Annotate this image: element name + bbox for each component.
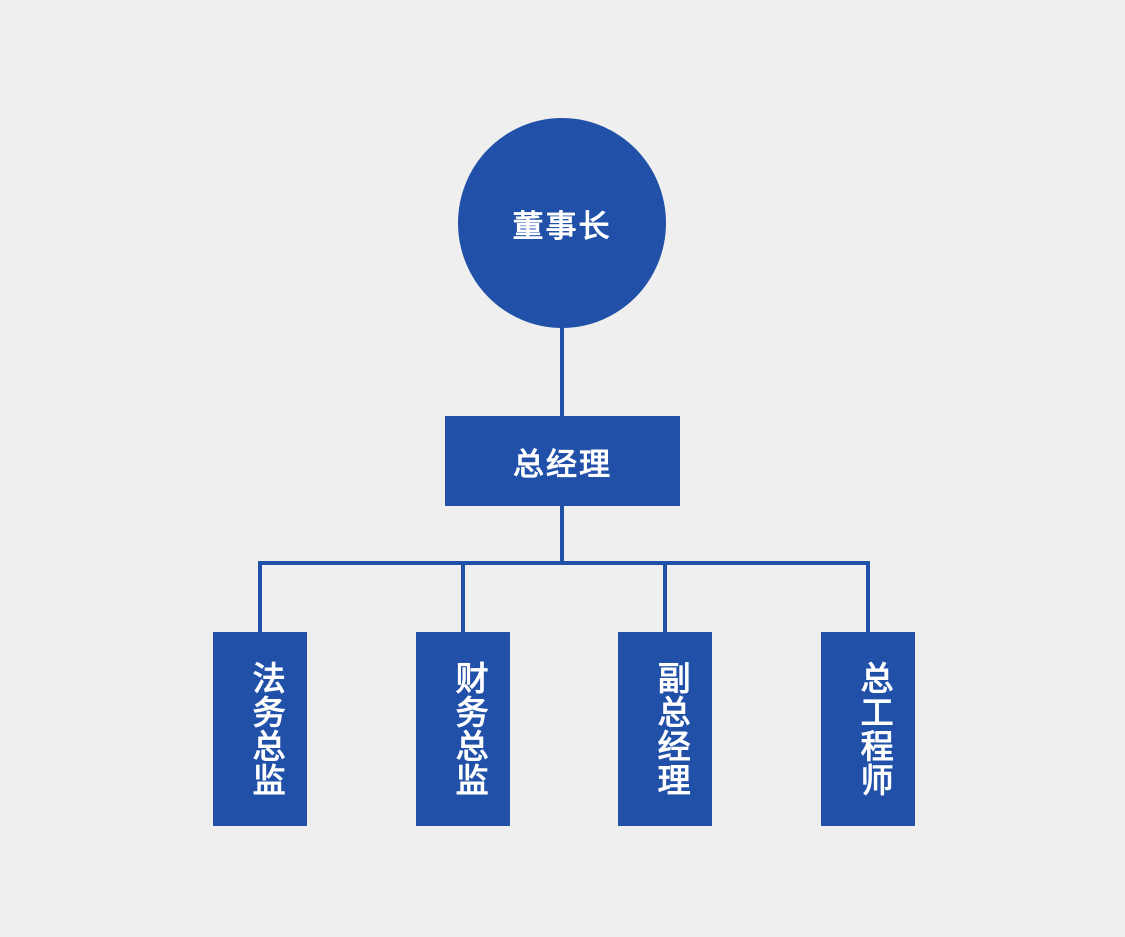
connector-root-to-gm bbox=[560, 320, 564, 420]
connector-horizontal-bus bbox=[258, 561, 870, 565]
node-chief-engineer[interactable]: 总工程师 bbox=[821, 632, 915, 826]
node-chief-engineer-label: 总工程师 bbox=[856, 661, 894, 797]
node-finance-director-label: 财务总监 bbox=[451, 661, 489, 797]
node-legal-director-label: 法务总监 bbox=[248, 661, 286, 797]
connector-gm-to-bus bbox=[560, 502, 564, 565]
node-chairman[interactable]: 董事长 bbox=[458, 118, 666, 328]
node-chairman-label: 董事长 bbox=[512, 208, 612, 244]
node-finance-director[interactable]: 财务总监 bbox=[416, 632, 510, 826]
connector-drop-deputy-general-manager bbox=[663, 561, 667, 634]
connector-drop-finance-director bbox=[461, 561, 465, 634]
node-deputy-general-manager[interactable]: 副总经理 bbox=[618, 632, 712, 826]
node-deputy-general-manager-label: 副总经理 bbox=[653, 661, 691, 797]
connector-drop-legal-director bbox=[258, 561, 262, 634]
node-general-manager[interactable]: 总经理 bbox=[445, 416, 680, 506]
node-general-manager-label: 总经理 bbox=[513, 446, 612, 482]
node-legal-director[interactable]: 法务总监 bbox=[213, 632, 307, 826]
connector-drop-chief-engineer bbox=[866, 561, 870, 634]
